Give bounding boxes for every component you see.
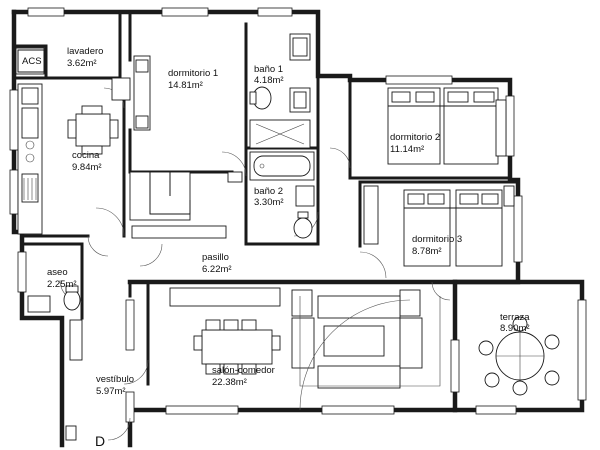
- label-dormitorio-3-name: dormitorio 3: [412, 234, 462, 245]
- label-lavadero-name: lavadero: [67, 46, 103, 57]
- label-salon-name: salón-comedor: [212, 365, 275, 376]
- label-bano-1-name: baño 1: [254, 64, 283, 75]
- label-salon-area: 22.38m²: [212, 377, 247, 388]
- label-dormitorio-1-name: dormitorio 1: [168, 68, 218, 79]
- vestibulo-furniture: [65, 319, 83, 441]
- label-acs: ACS: [22, 56, 42, 67]
- label-cocina-area: 9.84m²: [72, 162, 102, 173]
- label-bano-2-name: baño 2: [254, 186, 283, 197]
- bano-2-fixtures: [249, 151, 315, 239]
- label-vestibulo-name: vestíbulo: [96, 374, 134, 385]
- acs-box: [17, 49, 45, 73]
- label-bano-1-area: 4.18m²: [254, 75, 284, 86]
- label-aseo-area: 2.25m²: [47, 279, 77, 290]
- label-dormitorio-1-area: 14.81m²: [168, 80, 203, 91]
- dormitorio-1-furniture: [129, 55, 243, 239]
- label-terraza-name: terraza: [500, 312, 530, 323]
- label-cocina-name: cocina: [72, 150, 100, 161]
- bano-1-fixtures: [249, 33, 311, 149]
- kitchen-furniture: [17, 83, 119, 235]
- label-pasillo-name: pasillo: [202, 252, 229, 263]
- room-labels: lavadero 3.62m² ACS dormitorio 1 14.81m²…: [22, 46, 530, 449]
- label-aseo-name: aseo: [47, 267, 68, 278]
- label-dormitorio-2-name: dormitorio 2: [390, 132, 440, 143]
- dormitorio-2-furniture: [387, 87, 507, 165]
- terraza-furniture: [478, 299, 587, 401]
- label-vestibulo-area: 5.97m²: [96, 386, 126, 397]
- label-pasillo-area: 6.22m²: [202, 264, 232, 275]
- label-lavadero-area: 3.62m²: [67, 58, 97, 69]
- label-entrance: D: [95, 433, 105, 449]
- label-dormitorio-2-area: 11.14m²: [390, 144, 424, 155]
- label-dormitorio-3-area: 8.78m²: [412, 246, 442, 257]
- label-bano-2-area: 3.30m²: [254, 197, 284, 208]
- dormitorio-3-furniture: [363, 185, 515, 267]
- salon-furniture: [169, 287, 441, 411]
- aseo-fixtures: [27, 285, 81, 313]
- label-terraza-area: 8.90m²: [500, 323, 530, 334]
- lavadero-appliances: [15, 47, 131, 101]
